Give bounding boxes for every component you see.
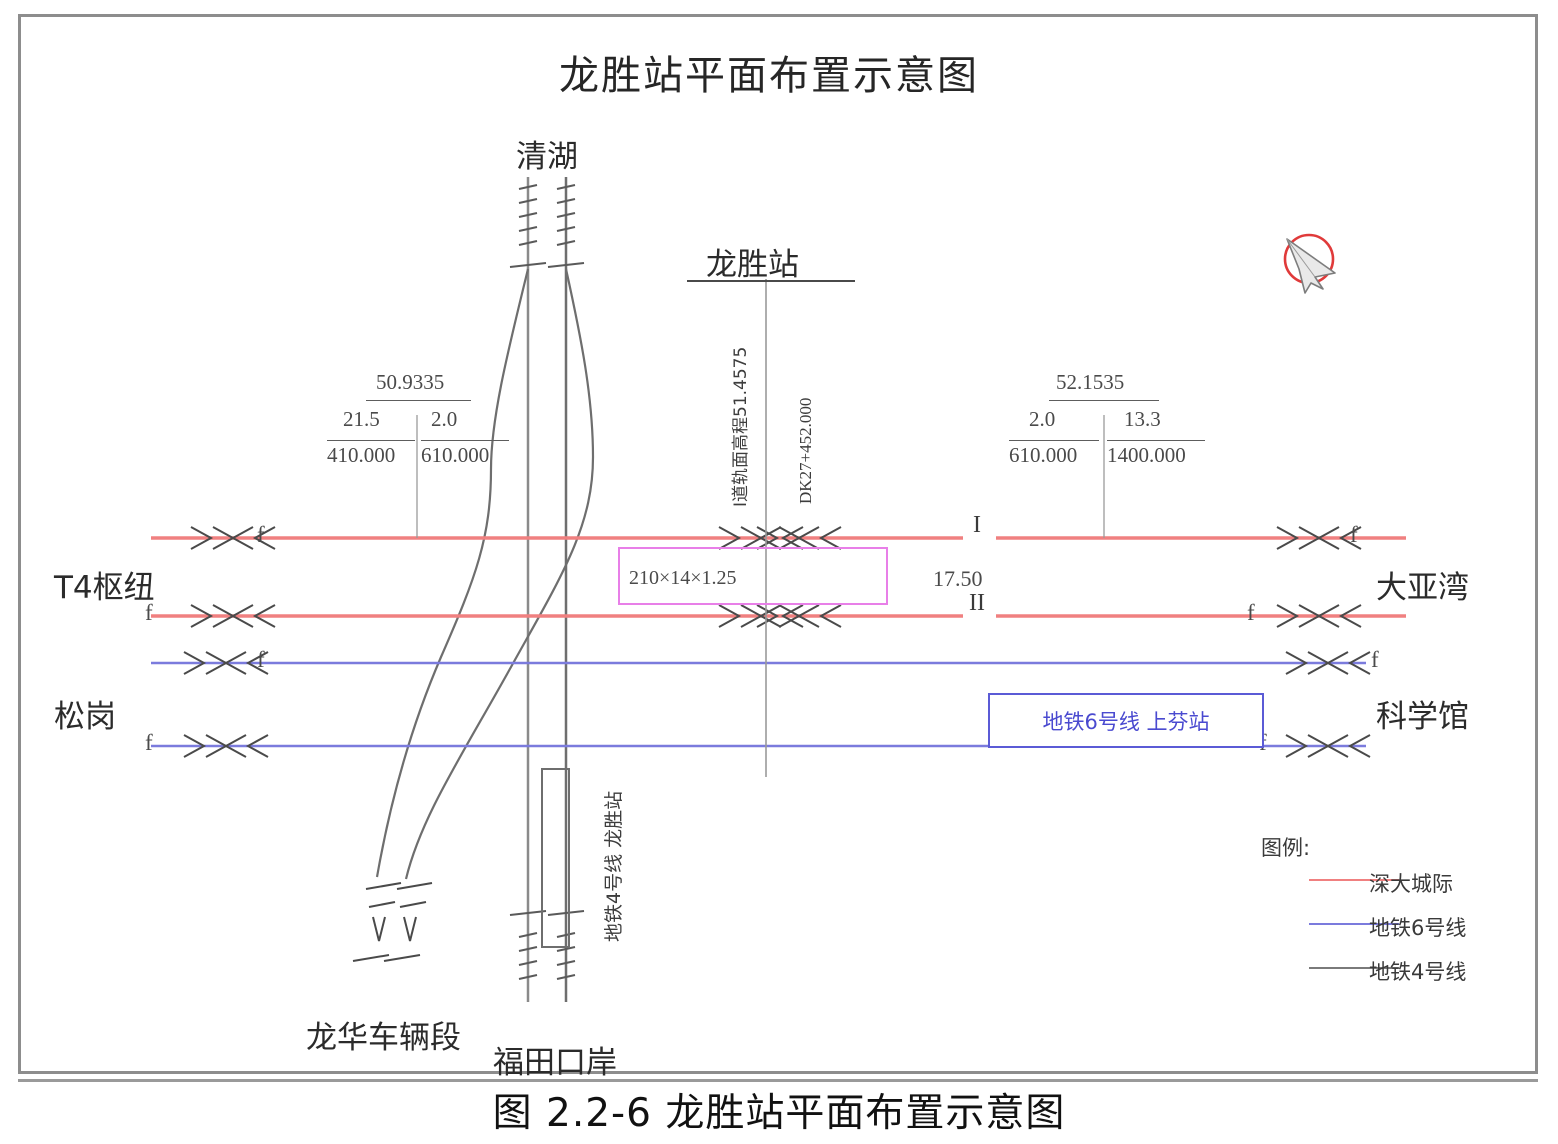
diagram-frame: 龙胜站平面布置示意图 清湖 龙胜站 T4枢纽 松岗 大亚湾 科学馆 龙华车辆段 … — [18, 14, 1538, 1081]
legend-label-intercity: 深大城际 — [1369, 872, 1453, 896]
right-dim-rule-br — [1107, 440, 1205, 441]
legend-label-metro6: 地铁6号线 — [1369, 916, 1467, 940]
intercity-platform-box — [618, 547, 888, 605]
right-dim-bottom-left: 610.000 — [1009, 443, 1078, 467]
right-dim-mid-right: 13.3 — [1124, 407, 1161, 431]
place-label-north: 清湖 — [516, 139, 578, 175]
place-label-south: 福田口岸 — [493, 1045, 617, 1081]
page-title: 龙胜站平面布置示意图 — [559, 53, 979, 99]
station-underline — [687, 280, 855, 282]
metro4-sw-terminus-marks — [352, 882, 433, 962]
joint-marker-f: f — [257, 647, 265, 672]
north-arrow-icon — [1283, 233, 1336, 294]
joint-marker-f: f — [1371, 647, 1379, 672]
right-dim-rule-bl — [1009, 440, 1099, 441]
left-dim-mid-left: 21.5 — [343, 407, 380, 431]
left-dim-rule-bl — [327, 440, 415, 441]
left-dim-rule-top — [366, 400, 471, 401]
joint-marker-f: f — [145, 600, 153, 625]
joint-marker-f: f — [1247, 600, 1255, 625]
left-dim-mid-right: 2.0 — [431, 407, 458, 431]
legend-swatch-metro4 — [1309, 967, 1399, 969]
track-layout-svg — [151, 177, 1406, 1002]
right-dim-top: 52.1535 — [1056, 370, 1125, 394]
legend-title: 图例: — [1261, 836, 1311, 860]
joint-marker-f: f — [145, 730, 153, 755]
place-label-east-upper: 大亚湾 — [1376, 570, 1469, 606]
right-dim-bottom-right: 1400.000 — [1107, 443, 1186, 467]
station-label: 龙胜站 — [706, 247, 799, 283]
chainage-annotation: DK27+452.000 — [796, 397, 815, 504]
left-dim-top: 50.9335 — [376, 370, 445, 394]
legend-swatch-metro6 — [1309, 923, 1399, 925]
left-dim-rule-br — [421, 440, 509, 441]
right-dim-rule-top — [1049, 400, 1159, 401]
figure-caption: 图 2.2-6 龙胜站平面布置示意图 — [492, 1091, 1066, 1136]
legend-label-metro4: 地铁4号线 — [1369, 960, 1467, 984]
place-label-west-upper: T4枢纽 — [54, 570, 155, 606]
metro4-platform-rect — [541, 768, 570, 948]
metro6-station-box: 地铁6号线 上芬站 — [988, 693, 1264, 748]
joint-marker-f: f — [1350, 522, 1358, 547]
left-dim-bottom-left: 410.000 — [327, 443, 396, 467]
platform-spec-label: 210×14×1.25 — [629, 567, 737, 589]
joint-marker-f: f — [257, 522, 265, 547]
metro6-station-label: 地铁6号线 上芬站 — [1042, 709, 1210, 734]
metro4-branch-tracks — [375, 268, 595, 880]
right-dim-mid-left: 2.0 — [1029, 407, 1056, 431]
rail-level-annotation: I道轨面高程51.4575 — [731, 346, 751, 507]
metro4-station-label: 地铁4号线 龙胜站 — [603, 790, 625, 942]
intercity-tracks — [151, 536, 1406, 618]
legend-swatch-intercity — [1309, 879, 1399, 881]
left-dim-bottom-right: 610.000 — [421, 443, 490, 467]
place-label-east-lower: 科学馆 — [1376, 699, 1469, 735]
caption-divider — [18, 1079, 1538, 1082]
metro4-north-tracks — [509, 177, 585, 1002]
place-label-west-lower: 松岗 — [54, 699, 116, 735]
place-label-southwest: 龙华车辆段 — [306, 1020, 461, 1056]
track-label-ii: II — [965, 590, 989, 617]
track-spacing-label: 17.50 — [933, 566, 983, 591]
track-label-i: I — [969, 512, 985, 539]
